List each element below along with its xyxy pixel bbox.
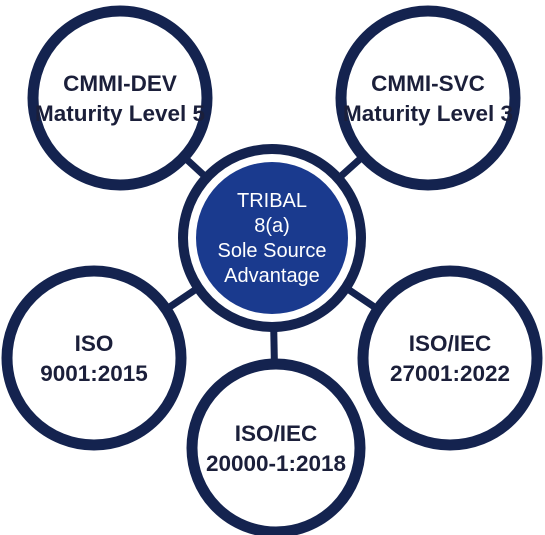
node-label-cmmi-dev-line-1: CMMI-DEV <box>63 71 177 96</box>
center-label-line-3: Sole Source <box>218 240 327 262</box>
center-hub: TRIBAL 8(a) Sole Source Advantage <box>178 144 366 332</box>
node-iso-9001: ISO 9001:2015 <box>1 265 187 451</box>
center-label-line-1: TRIBAL <box>237 190 307 212</box>
node-cmmi-svc: CMMI-SVC Maturity Level 3 <box>335 5 521 191</box>
node-label-iso-27001-line-2: 27001:2022 <box>390 361 510 386</box>
node-label-cmmi-dev-line-2: Maturity Level 5 <box>35 101 205 126</box>
node-label-iso-20000-line-2: 20000-1:2018 <box>206 451 346 476</box>
node-circle-iso-27001 <box>357 265 543 451</box>
node-label-cmmi-svc-line-2: Maturity Level 3 <box>343 101 513 126</box>
node-circle-iso-20000 <box>186 358 366 535</box>
center-label-line-4: Advantage <box>224 265 320 287</box>
node-label-cmmi-svc-line-1: CMMI-SVC <box>371 71 485 96</box>
node-label-iso-9001-line-2: 9001:2015 <box>40 361 148 386</box>
node-label-iso-27001-line-1: ISO/IEC <box>409 331 492 356</box>
node-circle-cmmi-svc <box>335 5 521 191</box>
node-iso-20000: ISO/IEC 20000-1:2018 <box>186 358 366 535</box>
node-cmmi-dev: CMMI-DEV Maturity Level 5 <box>27 5 213 191</box>
node-circle-cmmi-dev <box>27 5 213 191</box>
node-group: CMMI-DEV Maturity Level 5 CMMI-SVC Maturity… <box>1 5 543 535</box>
node-label-iso-9001-line-1: ISO <box>75 331 114 356</box>
node-circle-iso-9001 <box>1 265 187 451</box>
center-label-line-2: 8(a) <box>254 215 290 237</box>
node-label-iso-20000-line-1: ISO/IEC <box>235 421 318 446</box>
node-iso-27001: ISO/IEC 27001:2022 <box>357 265 543 451</box>
center-hub-disc <box>196 162 348 314</box>
